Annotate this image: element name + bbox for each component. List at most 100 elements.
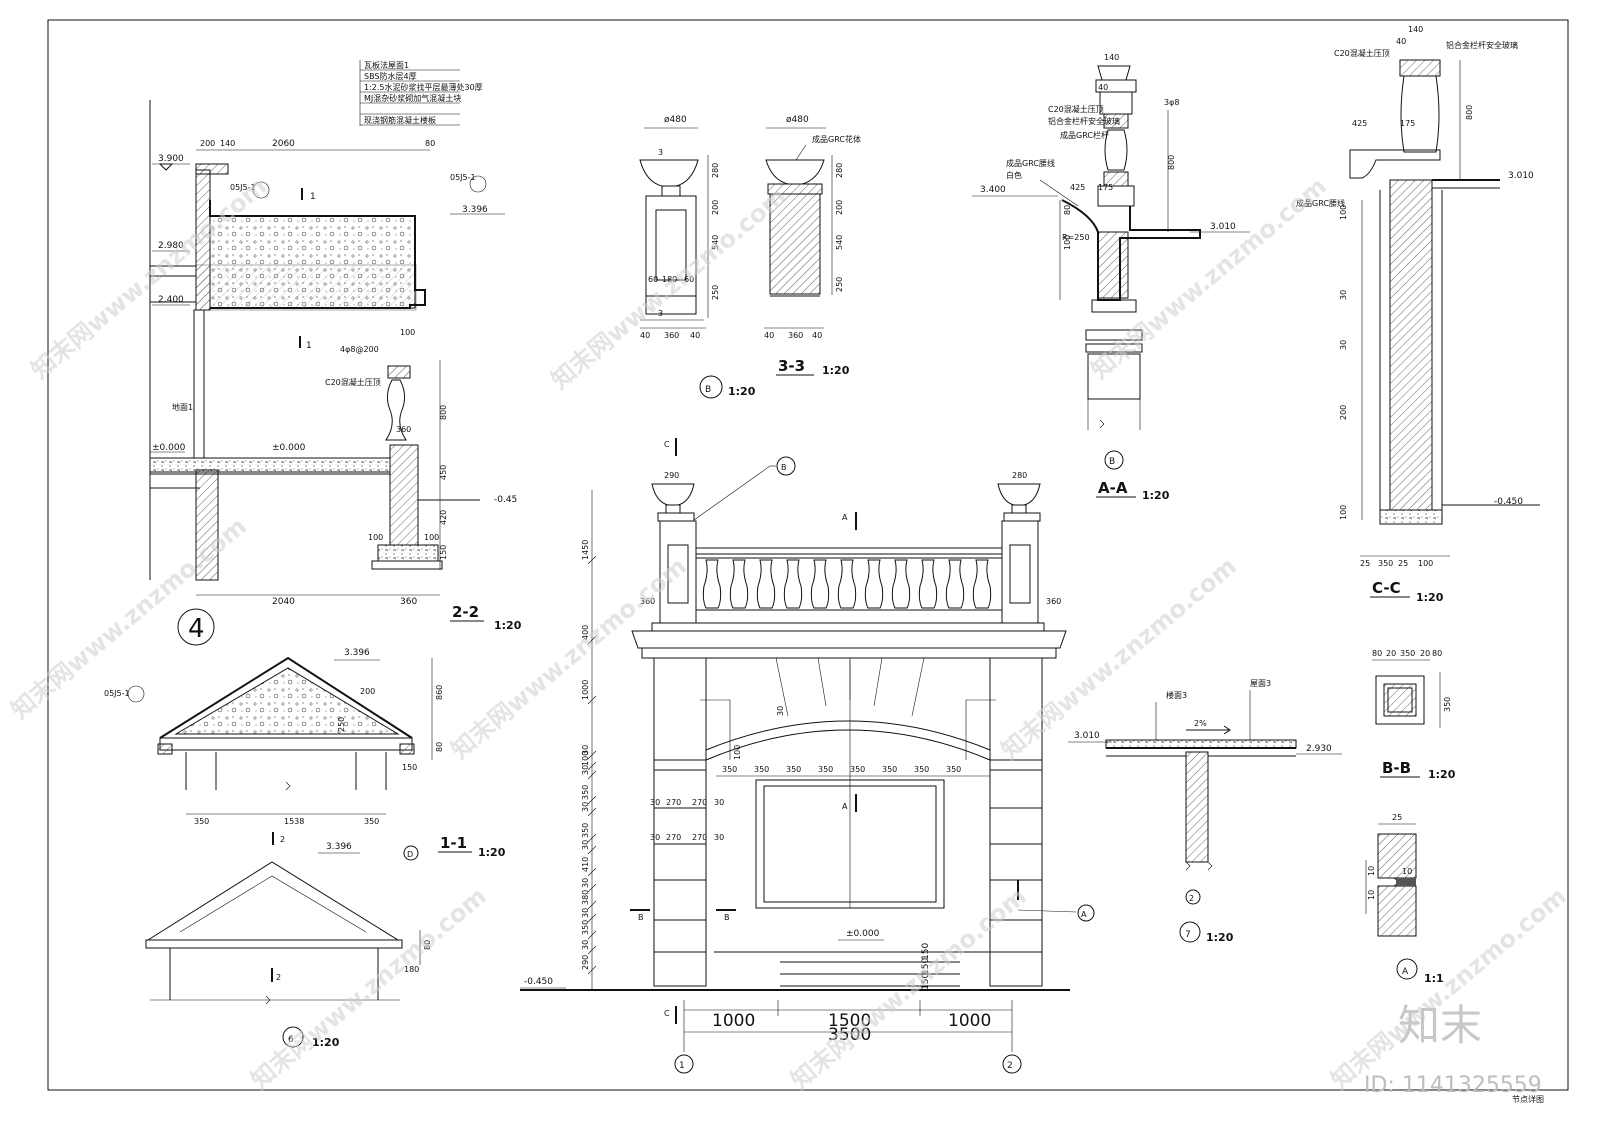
cut-label: 3	[658, 309, 663, 318]
dim-text: 450	[439, 465, 448, 480]
dim-text: 25	[1360, 559, 1370, 568]
dim-text: 270	[692, 833, 707, 842]
detail-scale: 1:20	[312, 1036, 340, 1049]
detail-B-pedestal: ø480 3 3 280 200 540 250 60 180 60 40 36…	[639, 115, 756, 399]
dim-tick	[587, 807, 597, 817]
dim-text: 80	[425, 139, 435, 148]
detail-marker	[177, 608, 215, 646]
level-label: -0.450	[1494, 497, 1523, 507]
note-4: MJ混杂砂浆砌加气混凝土块	[364, 93, 461, 103]
detail-marker	[1179, 921, 1201, 943]
dim-text: 1500	[828, 1011, 871, 1031]
dim-tick	[587, 883, 597, 893]
dim-text: 40	[1396, 37, 1406, 46]
dim-text: 80	[1063, 205, 1072, 215]
detail-3-3: ø480 成品GRC花体 280 200 540 250 40 360 40 3…	[764, 115, 861, 377]
detail-scale: 1:20	[1428, 768, 1456, 781]
detail-C-C: 100 30 30 200 100 140 40 C20混凝土压顶 铝合金栏杆安…	[1296, 25, 1540, 604]
dim-text: 800	[1465, 105, 1474, 120]
brand-logo-text: 知末	[1398, 1001, 1482, 1050]
label-text: 05J5-1	[450, 173, 476, 182]
detail-marker-label: 7	[1185, 930, 1191, 940]
detail-marker-label: B	[705, 385, 711, 395]
detail-marker-label: B	[1109, 457, 1115, 467]
dim-text: 175	[1400, 119, 1415, 128]
urn-ornament	[997, 483, 1041, 506]
cut-label: 1	[306, 341, 312, 351]
cut-label: C	[664, 1009, 670, 1018]
dim-text: 3φ8	[1164, 98, 1179, 107]
detail-marker	[282, 1026, 304, 1048]
baluster	[918, 559, 938, 609]
dim-text: 350	[1378, 559, 1393, 568]
detail-marker	[1185, 889, 1201, 905]
dim-text: 30	[1339, 340, 1348, 350]
label-text: 屋面3	[1250, 679, 1271, 688]
dim-text: 540	[835, 235, 844, 250]
urn-ornament	[651, 483, 695, 506]
dim-text: 10	[1402, 867, 1412, 876]
detail-marker-label: 2	[1189, 894, 1194, 903]
cut-label: B	[638, 913, 644, 922]
pedestal	[1001, 520, 1039, 624]
detail-ref-symbol	[469, 175, 487, 193]
baluster	[972, 559, 992, 609]
dim-text: 20	[1386, 649, 1396, 658]
dim-text: 290	[581, 955, 590, 970]
dim-text: 30	[714, 833, 724, 842]
dim-text: 150	[439, 545, 448, 560]
dim-text: 425	[1070, 183, 1085, 192]
dim-text: 425	[1352, 119, 1367, 128]
dim-text: 250	[337, 717, 346, 732]
level-label: 2.930	[1306, 744, 1332, 754]
detail-marker-label: A	[1402, 967, 1409, 977]
dim-text: 30	[581, 908, 590, 918]
baluster	[702, 559, 722, 609]
image-id-text: ID: 1141325559	[1364, 1073, 1542, 1098]
right-pilaster	[989, 657, 1043, 987]
axis-marker	[1002, 1054, 1022, 1074]
layer-notes: 瓦板法屋面1 SBS防水层4厚 1:2.5水泥砂浆找平层最薄处30厚 MJ混杂砂…	[359, 60, 483, 126]
note-3: 1:2.5水泥砂浆找平层最薄处30厚	[364, 82, 483, 92]
detail-scale: 1:20	[494, 619, 522, 632]
dim-text: 860	[435, 685, 444, 700]
baluster	[756, 559, 776, 609]
dim-text: 40	[1098, 83, 1108, 92]
dim-text: 270	[692, 798, 707, 807]
label-text: 地面1	[172, 402, 193, 412]
level-label: ±0.000	[846, 929, 880, 939]
left-dimension-chain: 1450400100030100303503035030410303803035…	[581, 540, 597, 975]
label-text: C20混凝土压顶	[325, 377, 381, 387]
dim-tick	[587, 945, 597, 955]
dim-text: 25	[1392, 813, 1402, 822]
note-text: 铝合金栏杆安全玻璃	[1446, 40, 1518, 50]
detail-6: 2 2 3.396 80 180 6 1:20	[145, 832, 432, 1049]
note-text: 铝合金栏杆安全玻璃	[1048, 116, 1120, 126]
note-text: C20混凝土压顶	[1048, 104, 1104, 114]
cut-label: C	[664, 440, 670, 449]
dim-text: 400	[581, 625, 590, 640]
dim-text: 30	[581, 840, 590, 850]
dim-text: 25	[1398, 559, 1408, 568]
level-label: 2.400	[158, 295, 184, 305]
detail-marker-label: 6	[288, 1035, 294, 1045]
detail-title: 3-3	[778, 357, 805, 375]
dim-text: 350	[1400, 649, 1415, 658]
dim-text: 180	[404, 965, 419, 974]
cornice	[651, 622, 1045, 632]
watermark-text: 知末网www.znzmo.com	[546, 182, 792, 395]
dim-text: 60	[648, 275, 658, 284]
dim-text: 280	[1012, 471, 1027, 480]
dim-text: 80	[435, 742, 444, 752]
dim-text: 100	[424, 533, 439, 542]
dim-text: 100	[1339, 205, 1348, 220]
baluster	[810, 559, 830, 609]
dim-text: 350	[581, 785, 590, 800]
dim-text: 180	[662, 275, 677, 284]
note-text: 白色	[1006, 170, 1022, 180]
dim-tick	[587, 555, 597, 565]
dim-text: 80	[1372, 649, 1382, 658]
dim-text: 80	[1432, 649, 1442, 658]
detail-marker-number: 4	[188, 614, 205, 644]
dim-text: 420	[439, 510, 448, 525]
